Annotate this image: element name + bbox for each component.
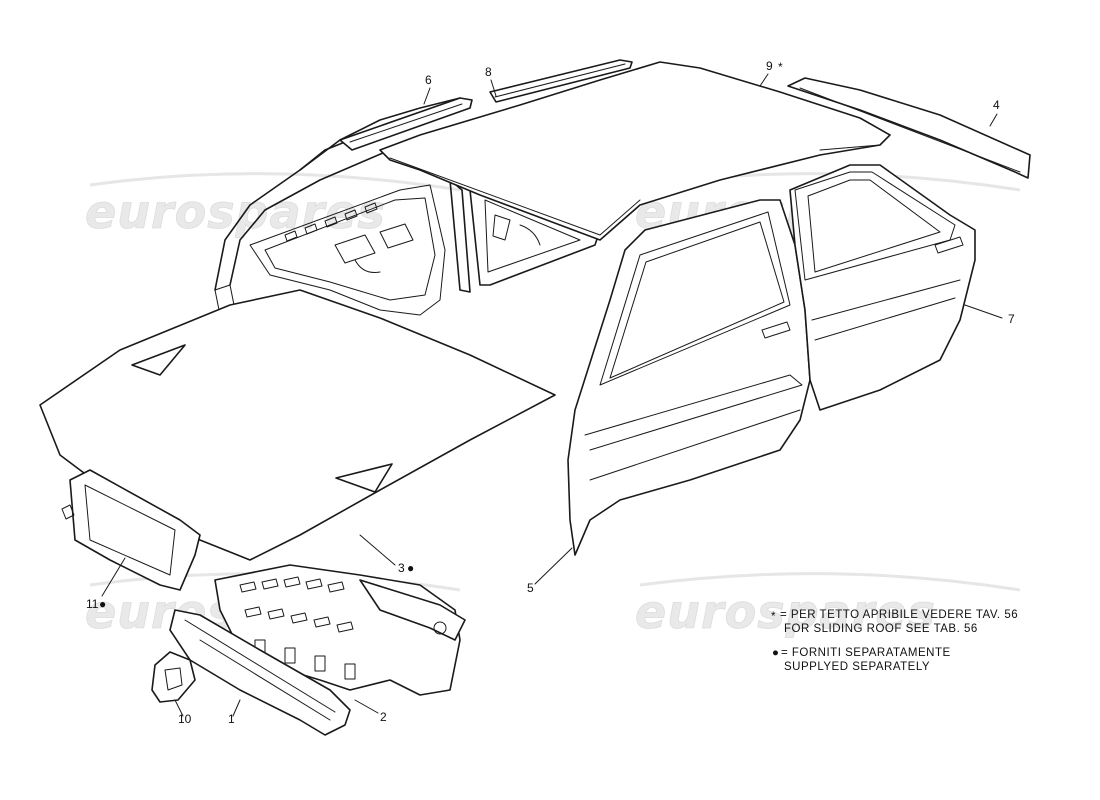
legend-asterisk-line-1: = PER TETTO APRIBILE VEDERE TAV. 56 (780, 609, 1018, 621)
legend-asterisk-line-2: FOR SLIDING ROOF SEE TAB. 56 (784, 623, 978, 635)
front-frame (61, 469, 201, 591)
legend-dot-symbol: ● (772, 647, 779, 659)
legend: * = PER TETTO APRIBILE VEDERE TAV. 56 FO… (771, 609, 1018, 673)
rear-door (789, 164, 976, 411)
callout-5: 5 (527, 581, 534, 595)
callout-3-marker: ● (407, 561, 414, 575)
callout-9: 9 (766, 59, 773, 73)
callout-1: 1 (228, 712, 235, 726)
legend-dot-line-1: = FORNITI SEPARATAMENTE (781, 647, 951, 659)
roof-rails (339, 59, 633, 151)
callout-6: 6 (425, 73, 432, 87)
watermark-text: eurospares (85, 185, 386, 239)
callout-4: 4 (993, 98, 1000, 112)
callout-9-marker: * (778, 60, 783, 74)
bumper-beam (169, 609, 351, 736)
bracket (151, 651, 196, 703)
callout-7: 7 (1008, 312, 1015, 326)
leader-lines (101, 73, 1003, 717)
callout-3: 3 (398, 561, 405, 575)
callout-labels: 6 8 9 * 4 7 5 3 ● 2 1 10 11 ● (86, 59, 1015, 726)
legend-asterisk-symbol: * (771, 611, 776, 623)
rear-spoiler (787, 77, 1031, 179)
front-door (567, 199, 811, 556)
roof-panel (379, 61, 891, 241)
hood-panel (39, 289, 556, 561)
callout-8: 8 (485, 65, 492, 79)
legend-dot-line-2: SUPPLYED SEPARATELY (784, 661, 930, 673)
callout-11: 11 (86, 597, 99, 611)
callout-11-marker: ● (99, 597, 106, 611)
callout-2: 2 (380, 710, 387, 724)
callout-10: 10 (178, 712, 192, 726)
watermark-text: eurospares (635, 585, 936, 639)
